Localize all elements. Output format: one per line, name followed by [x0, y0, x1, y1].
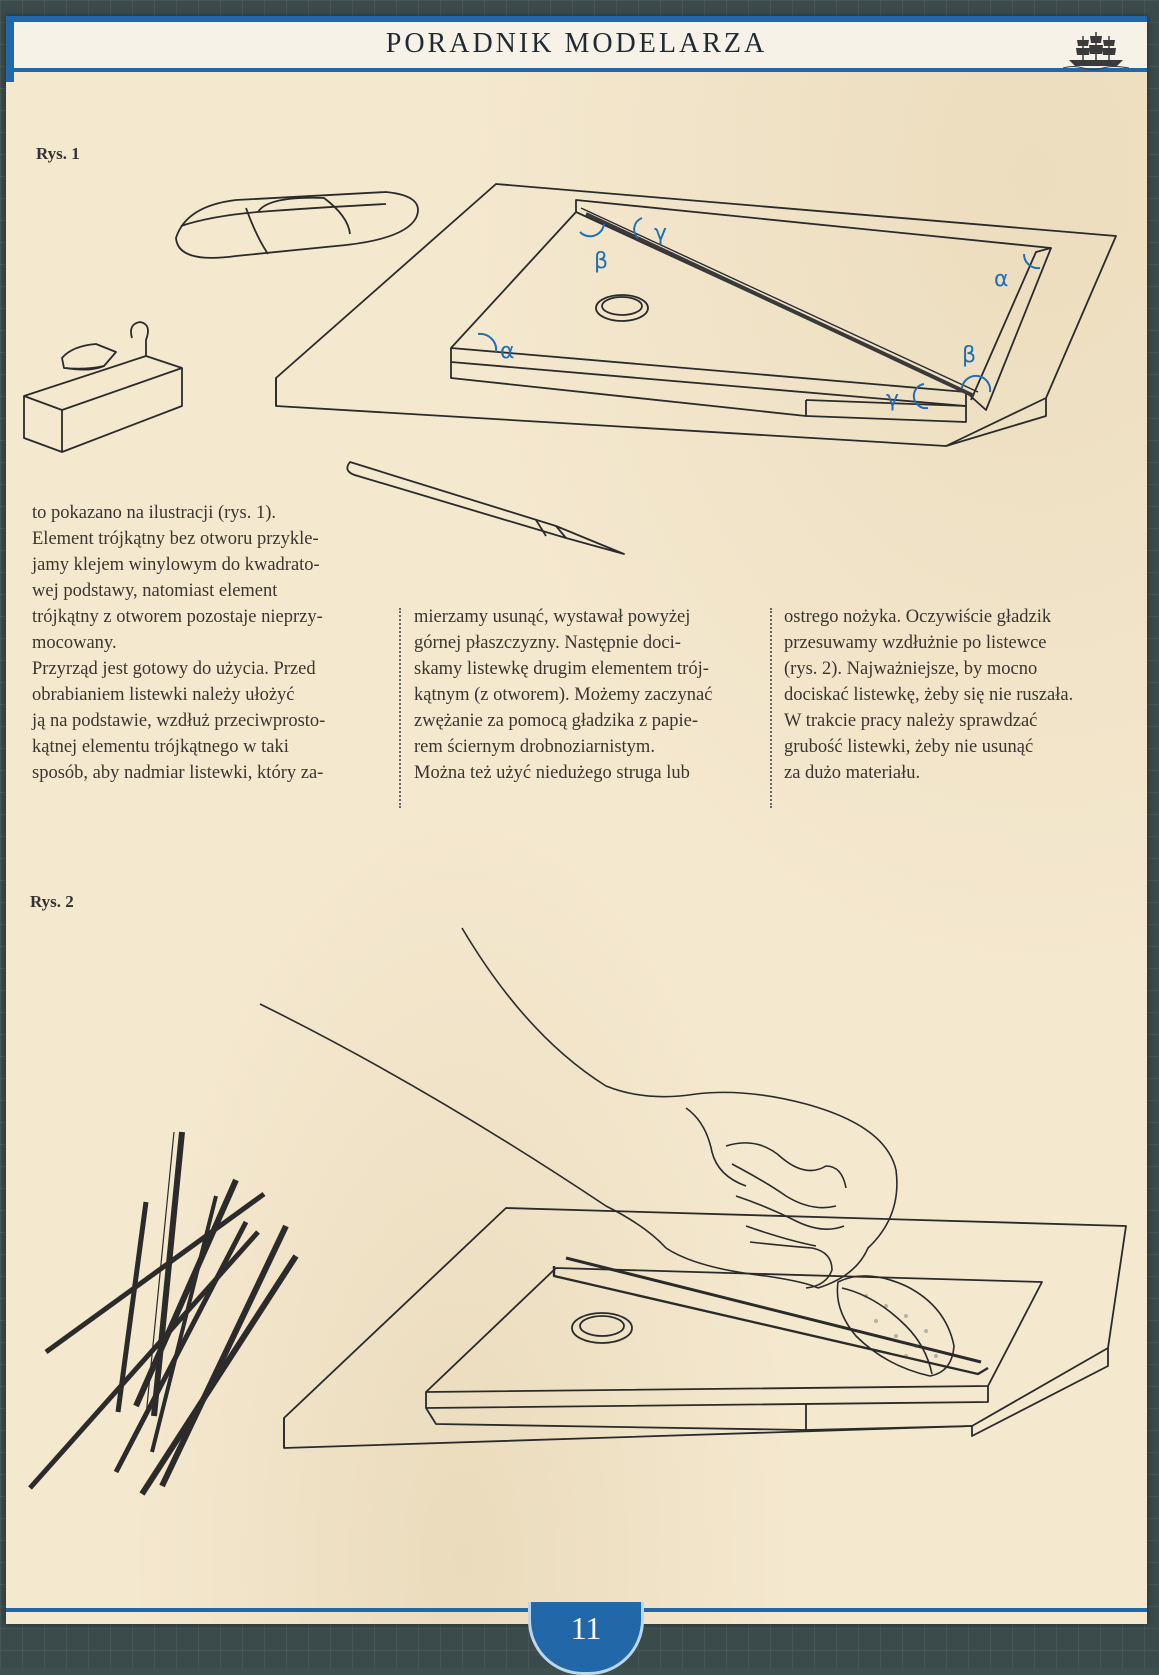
text-line: Element trójkątny bez otworu przykle- [32, 529, 319, 549]
text-line: ostrego nożyka. Oczywiście gładzik [784, 607, 1052, 627]
text-line: za dużo materiału. [784, 763, 921, 783]
text-line: to pokazano na ilustracji (rys. 1). [32, 503, 277, 523]
angle-marks [477, 217, 1041, 410]
text-column-3: ostrego nożyka. Oczywiście gładzik przes… [784, 604, 1134, 786]
header-title: PORADNIK MODELARZA [385, 28, 768, 59]
hand-sketch [259, 927, 955, 1377]
text-line: Można też użyć niedużego struga lub [414, 763, 690, 783]
text-line: obrabianiem listewki należy ułożyć [32, 685, 295, 705]
angle-gamma-top: γ [654, 221, 667, 246]
text-line: skamy listewkę drugim elementem trój- [414, 659, 709, 679]
column-divider [770, 608, 772, 808]
text-line: wej podstawy, natomiast element [32, 581, 278, 601]
header-accent-bar [6, 16, 14, 82]
figure-2-sanding-drawing [28, 927, 1127, 1496]
text-line: jamy klejem winylowym do kwadrato- [32, 555, 320, 575]
text-line: rem ściernym drobnoziarnistym. [414, 737, 655, 757]
figure-1-jig-drawing: β γ α α β γ [23, 183, 1117, 555]
angle-beta-top: β [594, 249, 608, 274]
column-divider [399, 608, 401, 808]
hand-plane-sketch [23, 321, 183, 453]
text-line: kątnym (z otworem). Możemy zaczynać [414, 685, 713, 705]
magazine-page: PORADNIK MODELARZA Rys. 1 [6, 16, 1147, 1624]
pencil-sketch [346, 461, 625, 555]
text-column-2: mierzamy usunąć, wystawał powyżej górnej… [414, 604, 754, 786]
text-line: W trakcie pracy należy sprawdzać [784, 711, 1038, 731]
figure-2-label: Rys. 2 [30, 892, 74, 911]
text-line: zwężanie za pomocą gładzika z papie- [414, 711, 699, 731]
text-line: grubość listewki, żeby nie usunąć [784, 737, 1034, 757]
text-column-1: to pokazano na ilustracji (rys. 1). Elem… [32, 500, 392, 786]
text-line: przesuwamy wzdłużnie po listewce [784, 633, 1047, 653]
angle-alpha-right: α [994, 267, 1009, 292]
sailing-ship-icon [1063, 32, 1129, 70]
angle-beta-right: β [962, 343, 976, 368]
sanding-block-sketch [175, 191, 419, 259]
text-line: sposób, aby nadmiar listewki, który za- [32, 763, 324, 783]
text-line: górnej płaszczyzny. Następnie doci- [414, 633, 681, 653]
page-number: 11 [570, 1610, 602, 1646]
page-header: PORADNIK MODELARZA [6, 16, 1147, 72]
text-line: kątnej elementu trójkątnego w taki [32, 737, 289, 757]
angle-alpha-left: α [500, 339, 515, 364]
wood-strips-sketch [28, 1131, 299, 1496]
figure-1-label: Rys. 1 [36, 144, 80, 163]
text-line: dociskać listewkę, żeby się nie ruszała. [784, 685, 1074, 705]
text-line: ją na podstawie, wzdłuż przeciwprosto- [32, 711, 326, 731]
text-line: (rys. 2). Najważniejsze, by mocno [784, 659, 1038, 679]
text-line: trójkątny z otworem pozostaje nieprzy- [32, 607, 323, 627]
text-line: mocowany. [32, 633, 117, 653]
text-line: mierzamy usunąć, wystawał powyżej [414, 607, 691, 627]
angle-gamma-bottom: γ [886, 387, 899, 412]
sandpaper-texture [864, 1294, 938, 1358]
text-line: Przyrząd jest gotowy do użycia. Przed [32, 659, 316, 679]
